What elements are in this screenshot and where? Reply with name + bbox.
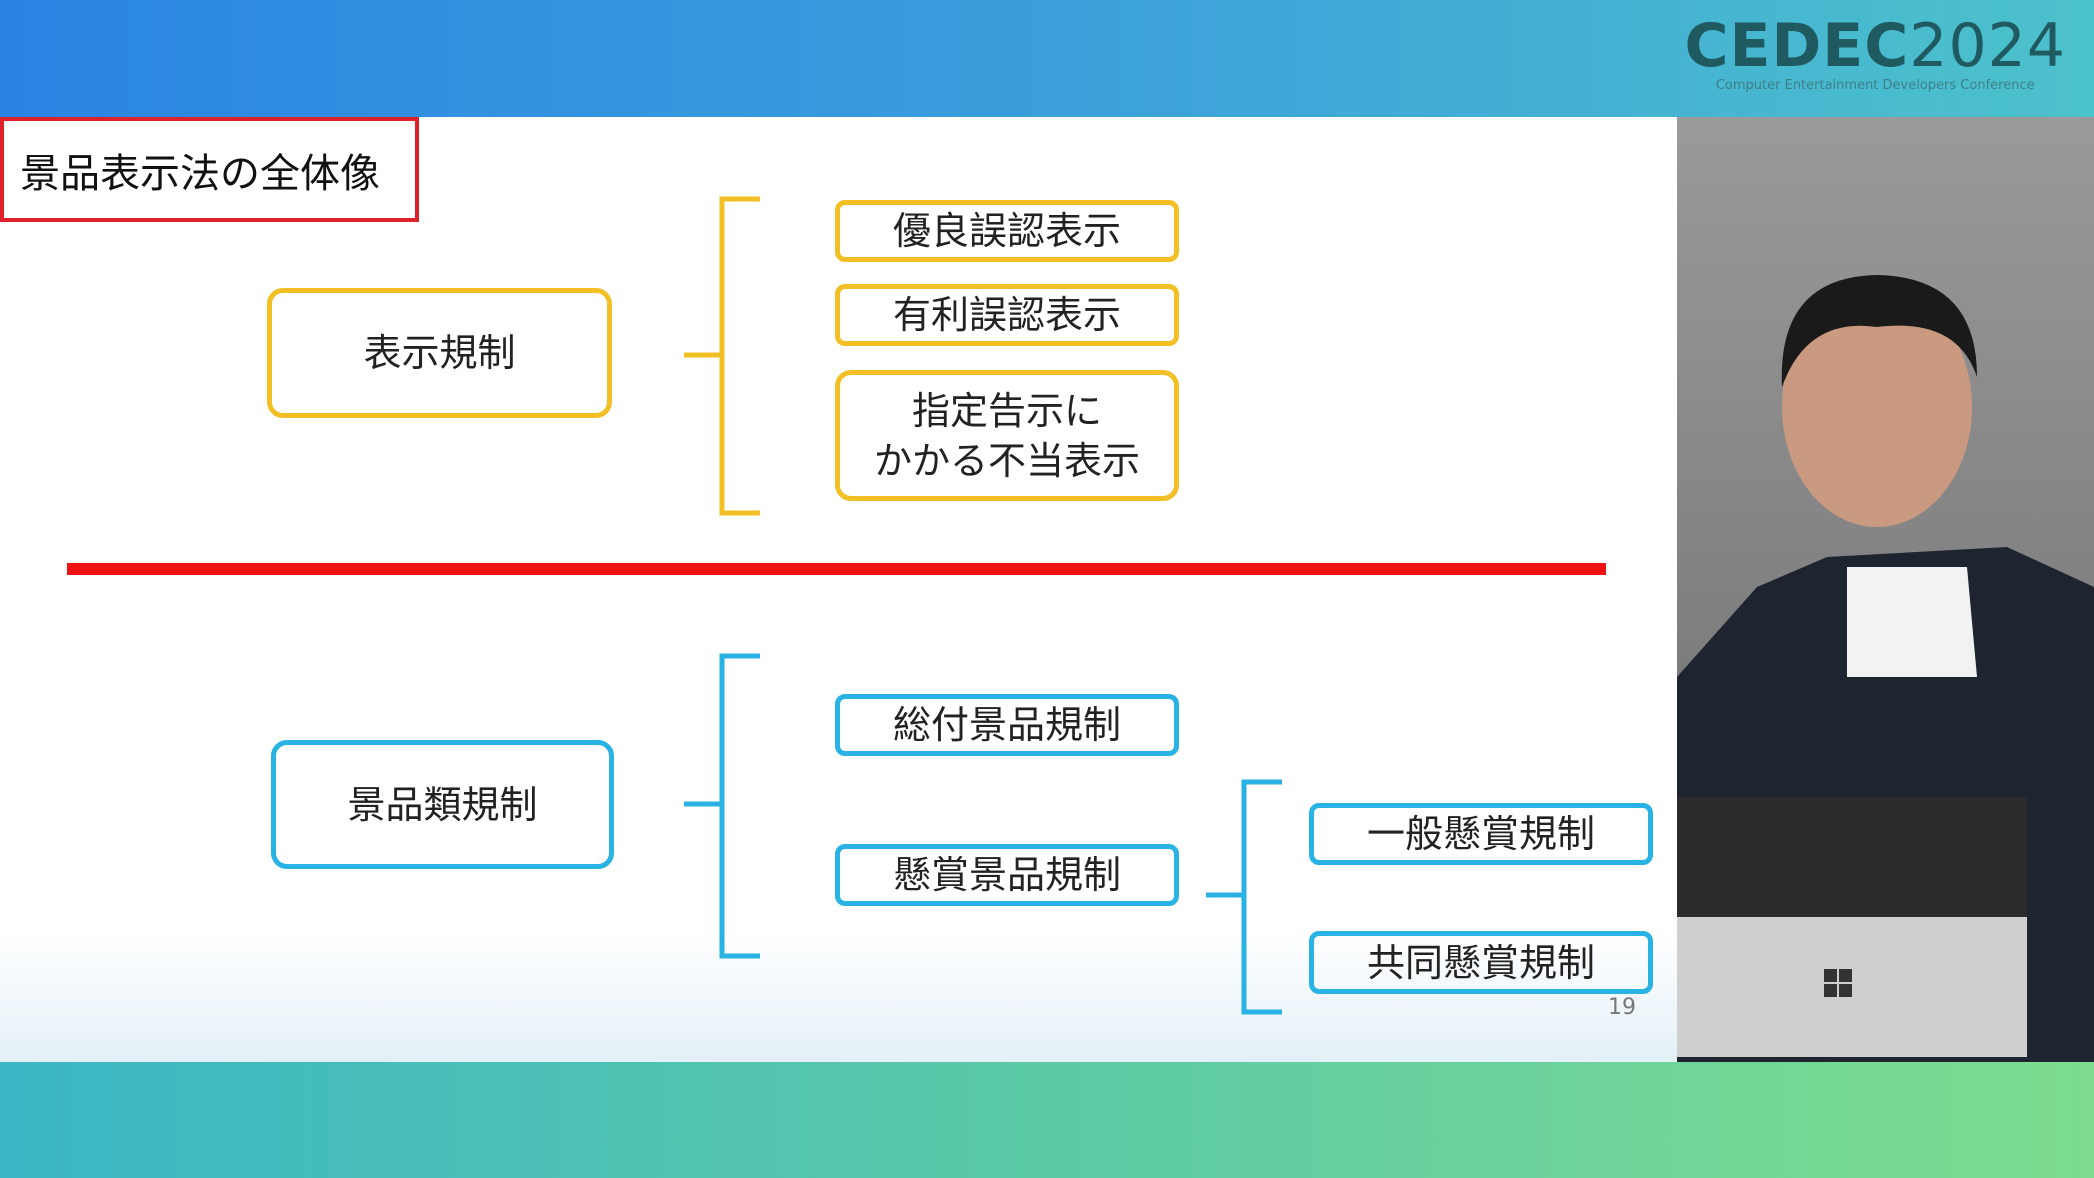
prize-premium-box: 懸賞景品規制	[835, 844, 1179, 906]
yellow-bracket	[684, 196, 760, 516]
premium-regulation-box: 景品類規制	[271, 740, 614, 869]
cedec-logo: CEDEC2024 Computer Entertainment Develop…	[1684, 14, 2066, 93]
logo-subtitle: Computer Entertainment Developers Confer…	[1715, 78, 2035, 93]
page-number: 19	[1608, 995, 1636, 1020]
speaker-image	[1677, 275, 2094, 1062]
designated-notice-box: 指定告示に かかる不当表示	[835, 370, 1179, 501]
gross-premium-box: 総付景品規制	[835, 694, 1179, 756]
blue-bracket	[684, 653, 760, 959]
bottom-banner	[0, 1062, 2094, 1178]
windows-logo-icon	[1824, 969, 1852, 997]
designated-notice-line1: 指定告示に	[911, 388, 1102, 433]
divider-line	[67, 563, 1606, 575]
slide-title: 景品表示法の全体像	[0, 117, 419, 222]
logo-text: CEDEC	[1684, 11, 1910, 81]
speaker-camera-feed	[1677, 117, 2094, 1062]
display-regulation-box: 表示規制	[267, 288, 612, 418]
misleading-quality-box: 優良誤認表示	[835, 200, 1179, 262]
logo-year: 2024	[1909, 11, 2066, 81]
designated-notice-line2: かかる不当表示	[873, 438, 1140, 483]
blue-sub-bracket	[1206, 779, 1282, 1015]
presentation-slide: 景品表示法の全体像 表示規制 優良誤認表示 有利誤認表示 指定告示に かかる不当…	[0, 117, 1677, 1062]
joint-prize-box: 共同懸賞規制	[1309, 931, 1653, 994]
top-banner: CEDEC2024 Computer Entertainment Develop…	[0, 0, 2094, 117]
general-prize-box: 一般懸賞規制	[1309, 803, 1653, 865]
misleading-advantage-box: 有利誤認表示	[835, 284, 1179, 346]
wave-decoration	[0, 932, 1677, 1062]
